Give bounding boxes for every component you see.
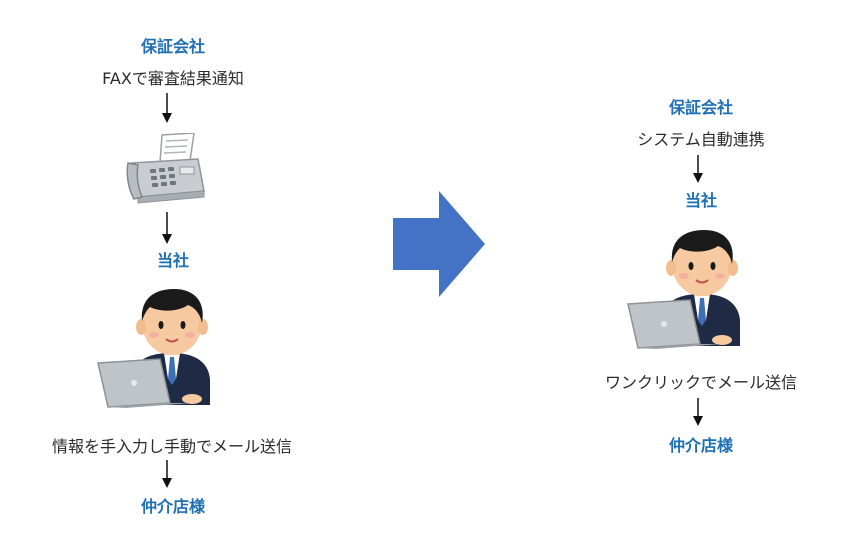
- left-manual-text: 情報を手入力し手動でメール送信: [51, 437, 293, 456]
- left-fax-text: FAXで審査結果通知: [102, 69, 244, 88]
- fax-machine-icon: [124, 132, 206, 213]
- businessman-laptop-icon: [626, 228, 752, 354]
- right-down-arrow-2: [692, 398, 704, 426]
- right-system-text: システム自動連携: [637, 130, 765, 149]
- right-guarantor-label: 保証会社: [668, 98, 734, 117]
- right-company-label: 当社: [684, 191, 718, 210]
- left-down-arrow-1: [161, 93, 173, 123]
- left-down-arrow-2: [161, 212, 173, 244]
- right-agent-label: 仲介店様: [668, 436, 734, 455]
- transition-arrow: [393, 191, 485, 301]
- left-down-arrow-3: [161, 460, 173, 488]
- businessman-laptop-icon: [96, 287, 222, 413]
- right-down-arrow-1: [692, 155, 704, 183]
- left-agent-label: 仲介店様: [140, 497, 206, 516]
- right-oneclick-text: ワンクリックでメール送信: [604, 373, 798, 392]
- left-guarantor-label: 保証会社: [140, 37, 206, 56]
- left-company-label: 当社: [156, 251, 190, 270]
